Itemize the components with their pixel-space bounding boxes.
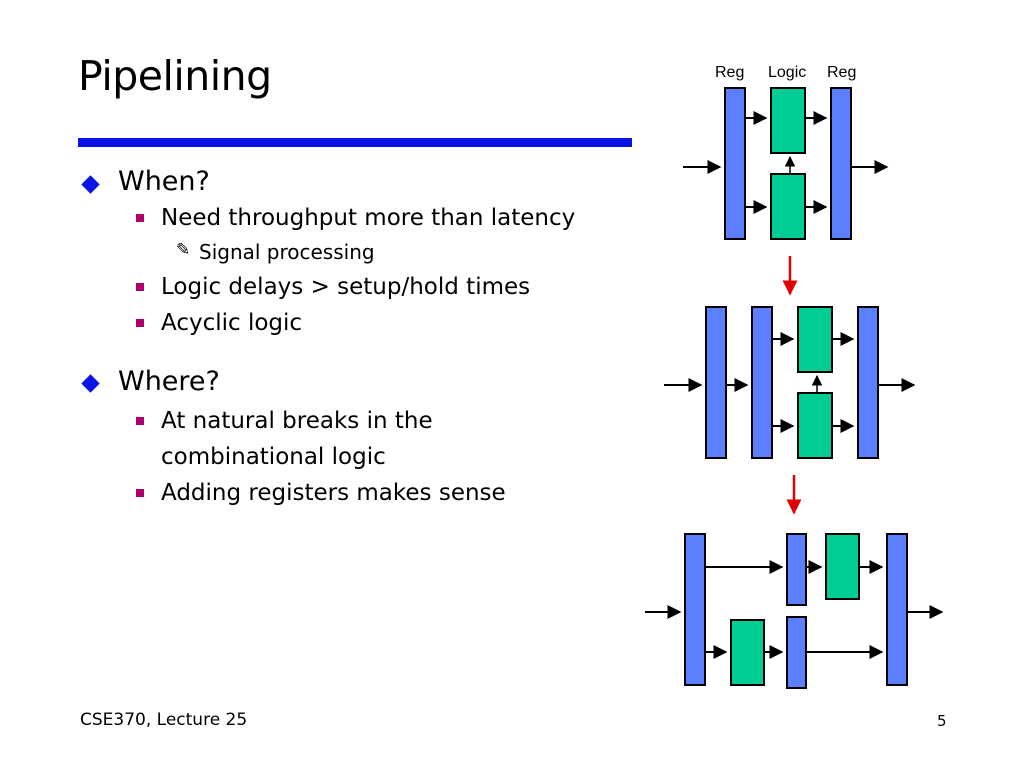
register-block — [830, 87, 852, 240]
bullet-when: When? — [118, 166, 210, 197]
stage-2-circuit — [664, 306, 916, 459]
register-block — [857, 306, 879, 459]
square-bullet-icon — [136, 214, 144, 222]
footer-course-lecture: CSE370, Lecture 25 — [80, 710, 248, 730]
register-block — [684, 533, 706, 686]
square-bullet-icon — [136, 283, 144, 291]
register-block — [786, 616, 807, 689]
header-label-logic: Logic — [768, 64, 806, 81]
sub-bullet-throughput: Need throughput more than latency — [161, 205, 576, 231]
sub-bullet-adding-registers: Adding registers makes sense — [161, 480, 506, 506]
register-block — [751, 306, 773, 459]
bullet-where: Where? — [118, 366, 220, 397]
header-label-reg: Reg — [715, 64, 744, 81]
stage-1-circuit — [683, 87, 889, 240]
logic-block — [797, 392, 833, 459]
sub-bullet-acyclic: Acyclic logic — [161, 310, 303, 336]
square-bullet-icon — [136, 417, 144, 425]
square-bullet-icon — [136, 489, 144, 497]
logic-block — [770, 87, 806, 154]
title-underline — [78, 138, 632, 147]
header-label-reg: Reg — [827, 64, 856, 81]
register-block — [886, 533, 908, 686]
subsub-bullet-signal-processing: Signal processing — [199, 240, 375, 264]
pen-bullet-icon: ✎ — [176, 240, 191, 260]
logic-block — [797, 306, 833, 373]
stage-3-circuit — [645, 533, 944, 689]
page-number: 5 — [937, 712, 947, 730]
slide-title: Pipelining — [78, 52, 272, 100]
square-bullet-icon — [136, 319, 144, 327]
sub-bullet-natural-breaks: At natural breaks in the — [161, 408, 433, 434]
register-block — [724, 87, 746, 240]
register-block — [786, 533, 807, 606]
logic-block — [825, 533, 860, 600]
logic-block — [730, 619, 765, 686]
sub-bullet-logic-delays: Logic delays > setup/hold times — [161, 274, 531, 300]
logic-block — [770, 173, 806, 240]
register-block — [705, 306, 727, 459]
sub-bullet-natural-breaks-cont: combinational logic — [161, 444, 386, 470]
